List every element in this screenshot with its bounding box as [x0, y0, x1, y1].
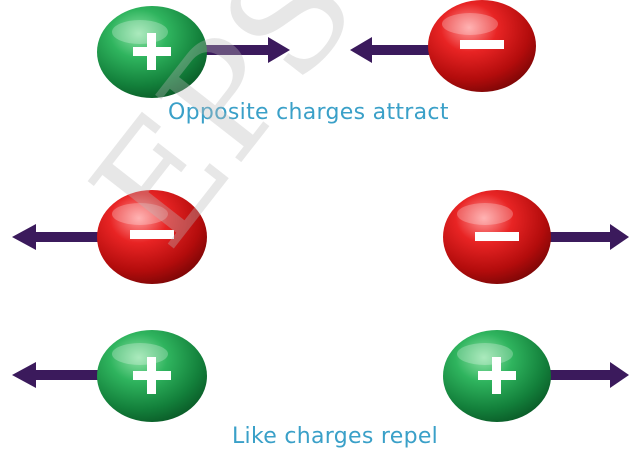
negative-charge-attract: [428, 0, 536, 92]
negative-charge-right: [443, 190, 551, 284]
arrow-right-attract: [202, 37, 290, 63]
positive-charge-left: [97, 330, 207, 422]
arrow-left-repel-positive: [12, 362, 107, 388]
arrow-left-repel-negative: [12, 224, 107, 250]
negative-charge-left: [97, 190, 207, 284]
arrow-left-attract: [350, 37, 440, 63]
arrow-right-repel-positive: [545, 362, 629, 388]
positive-charge-attract: [97, 6, 207, 98]
caption-opposite-attract: Opposite charges attract: [168, 100, 449, 125]
caption-like-repel: Like charges repel: [232, 424, 439, 449]
positive-charge-right: [443, 330, 551, 422]
arrow-right-repel-negative: [545, 224, 629, 250]
